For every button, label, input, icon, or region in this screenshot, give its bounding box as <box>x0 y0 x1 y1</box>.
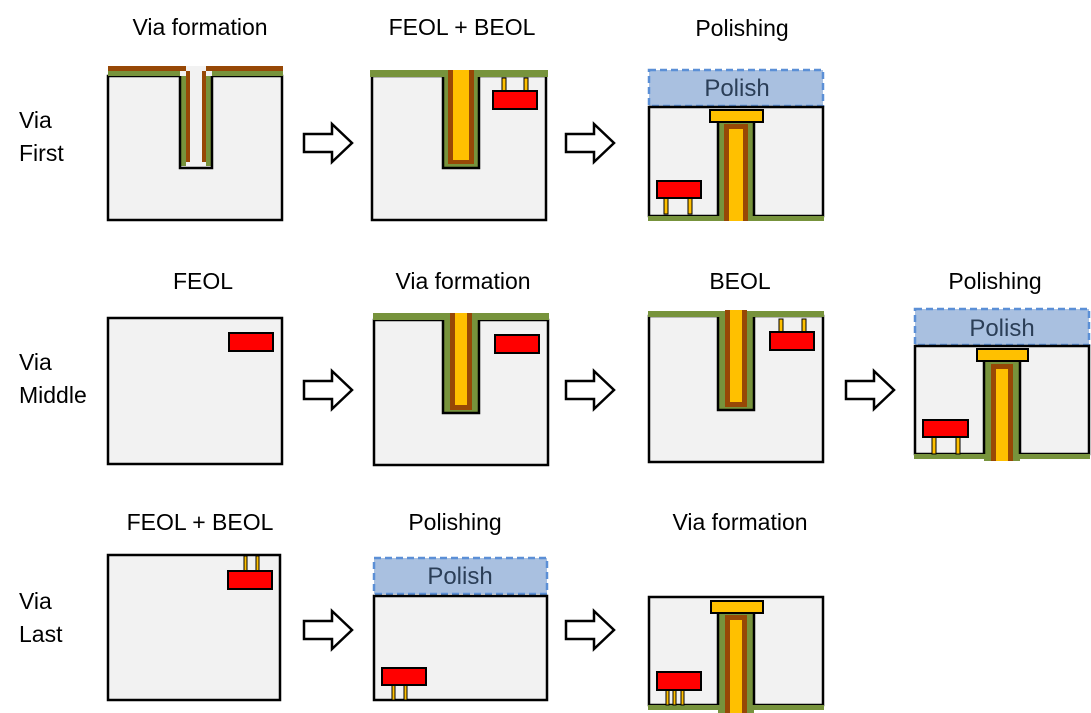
contact-pin <box>931 435 937 455</box>
polish-label: Polish <box>704 75 769 102</box>
step-label: Polishing <box>948 268 1042 294</box>
arrow-right-icon <box>302 369 354 411</box>
via-cap <box>710 600 764 614</box>
via-outline <box>716 613 756 705</box>
polish-layer <box>372 556 549 596</box>
contact-pin <box>801 318 807 334</box>
step-label: FEOL + BEOL <box>388 14 536 40</box>
step-label: FEOL + BEOL <box>126 509 274 535</box>
row-label-via-middle: Via Middle <box>19 346 87 412</box>
panel-via-first-polishing: Polish <box>647 68 825 221</box>
step-label: Polishing <box>408 509 502 535</box>
contact-pin <box>391 683 396 701</box>
row-label-line2: Middle <box>19 382 87 408</box>
device-red <box>227 570 273 590</box>
polish-label: Polish <box>969 315 1034 342</box>
panel-via-first-via-formation <box>106 66 284 222</box>
arrow-right-icon <box>564 369 616 411</box>
contact-pin <box>778 318 784 334</box>
step-label: Polishing <box>695 15 789 41</box>
device-red <box>492 90 538 110</box>
device-red <box>494 334 540 354</box>
via-cap <box>976 348 1029 362</box>
panel-via-middle-via-formation <box>372 313 550 467</box>
contact-pin <box>403 683 408 701</box>
row-label-line1: Via <box>19 107 52 133</box>
contact-pin <box>243 555 248 573</box>
copper-fill <box>455 313 467 405</box>
via-outline <box>441 77 481 170</box>
copper-fill <box>729 129 743 221</box>
polish-label: Polish <box>427 563 492 590</box>
copper-fill <box>730 310 742 402</box>
copper-fill <box>730 620 742 713</box>
device-red <box>922 419 969 438</box>
row-label-line2: First <box>19 140 64 166</box>
panel-via-last-feol-beol <box>106 553 282 702</box>
device-red <box>769 331 815 351</box>
step-label: Via formation <box>395 268 531 294</box>
copper-fill <box>996 369 1008 461</box>
via-outline <box>441 320 481 415</box>
panel-via-first-feol-beol <box>370 70 548 222</box>
trench-outline <box>178 76 214 170</box>
panel-via-last-polishing: Polish <box>372 556 549 702</box>
device-red <box>381 667 427 686</box>
row-label-via-first: Via First <box>19 104 64 170</box>
row-label-line1: Via <box>19 588 52 614</box>
step-label: FEOL <box>172 268 234 294</box>
contact-pin <box>255 555 260 573</box>
arrow-right-icon <box>302 122 354 164</box>
panel-via-middle-feol <box>106 316 284 466</box>
device-red <box>228 332 274 352</box>
copper-fill <box>453 70 469 160</box>
via-outline <box>716 317 756 412</box>
arrow-right-icon <box>844 369 896 411</box>
via-outline <box>982 362 1022 454</box>
contact-pin <box>523 77 529 93</box>
contact-pin <box>955 435 961 455</box>
polish-layer <box>913 307 1091 347</box>
device-red <box>656 671 702 691</box>
contact-pin <box>665 688 670 706</box>
panel-via-last-via-formation <box>647 595 825 713</box>
via-cap <box>709 109 764 123</box>
step-label: Via formation <box>132 14 268 40</box>
panel-via-middle-polishing: Polish <box>913 307 1091 461</box>
arrow-right-icon <box>564 122 616 164</box>
arrow-right-icon <box>564 609 616 651</box>
device-red <box>656 180 702 199</box>
contact-pin <box>501 77 507 93</box>
step-label: BEOL <box>709 268 771 294</box>
polish-layer <box>647 68 825 108</box>
via-outline <box>716 122 756 216</box>
row-label-via-last: Via Last <box>19 585 62 651</box>
panel-via-middle-beol <box>647 310 825 464</box>
contact-pin <box>672 688 677 706</box>
row-label-line2: Last <box>19 621 63 647</box>
step-label: Via formation <box>672 509 808 535</box>
arrow-right-icon <box>302 609 354 651</box>
row-label-line1: Via <box>19 349 52 375</box>
contact-pin <box>680 688 685 706</box>
